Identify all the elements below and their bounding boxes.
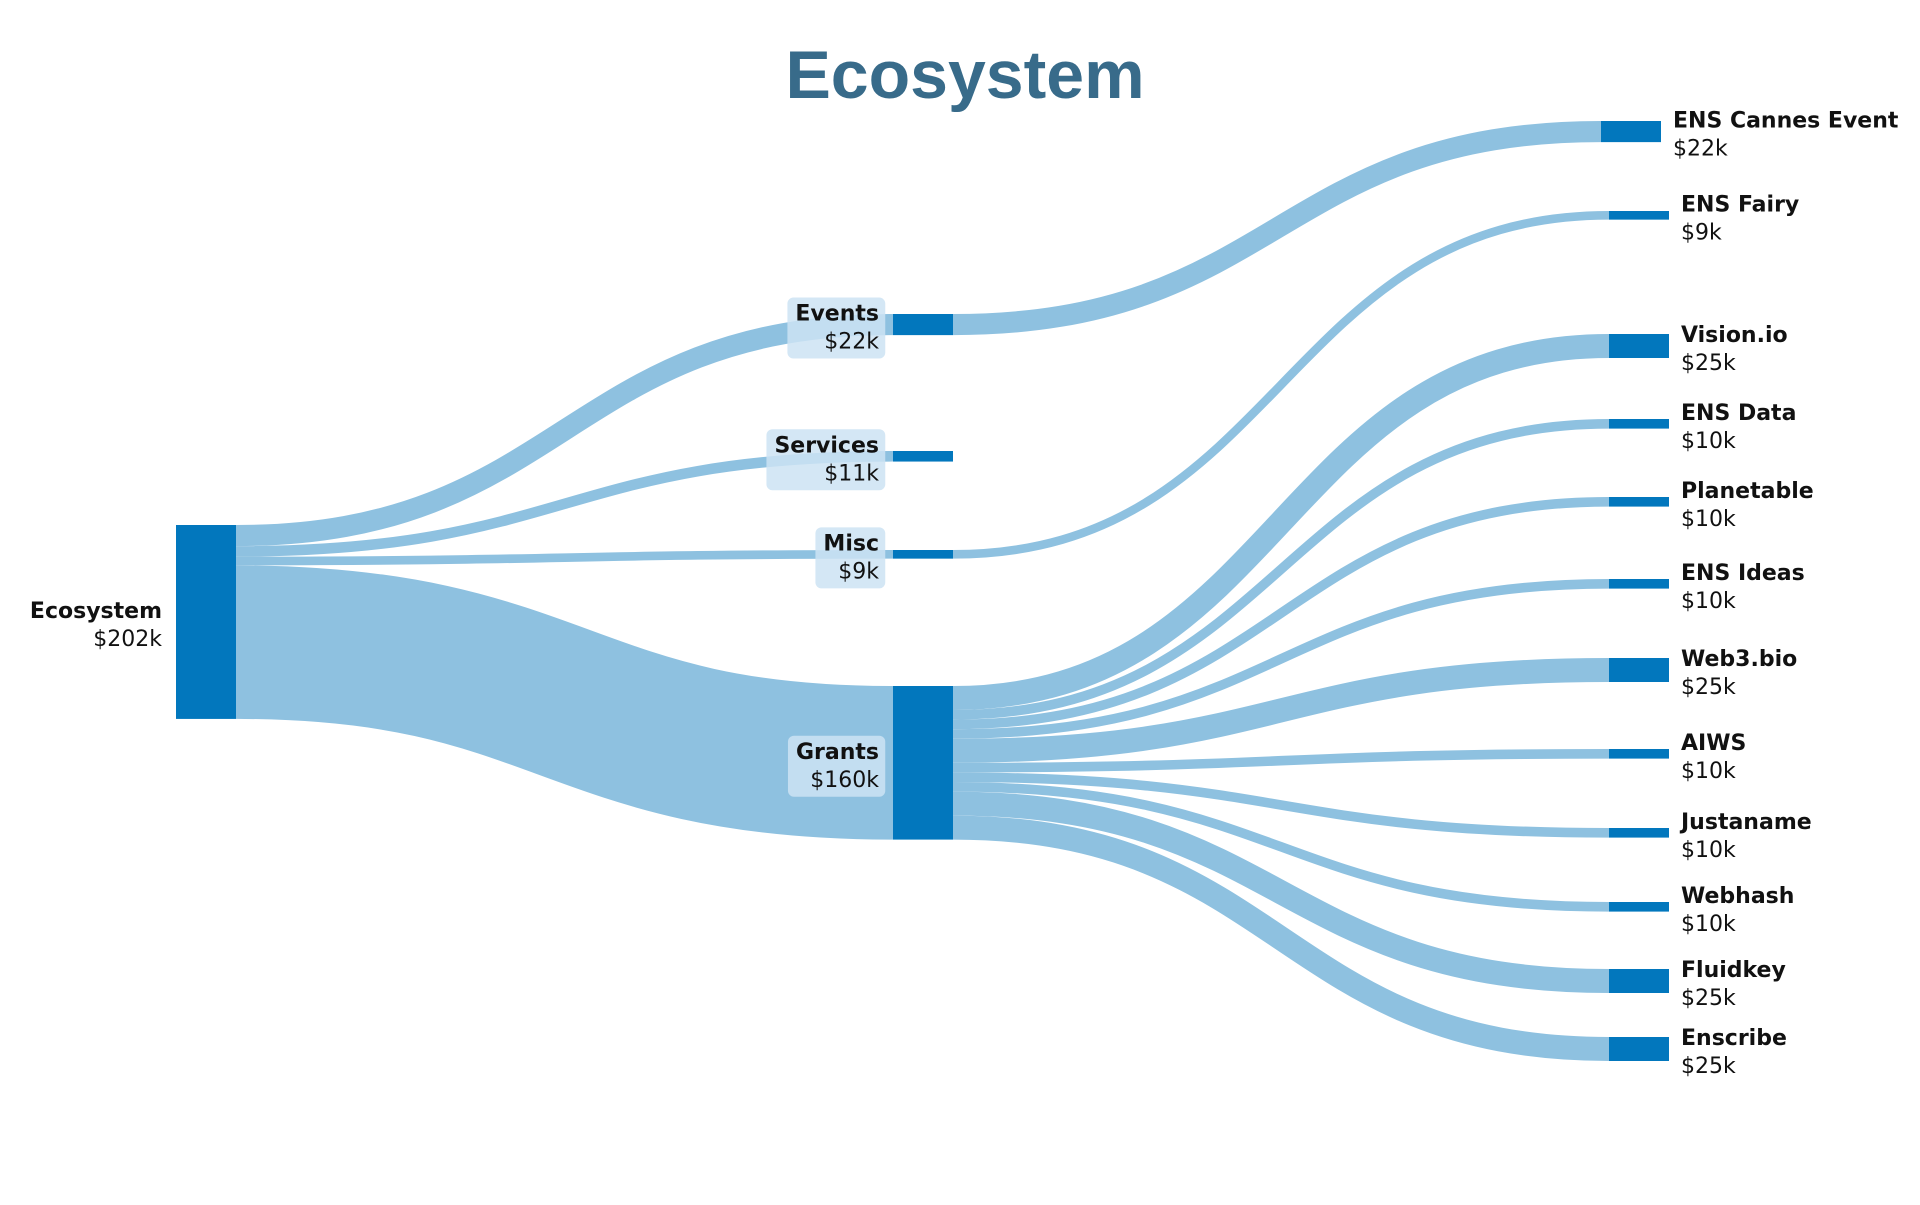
node-services (893, 451, 953, 462)
link-events-to-ens-cannes-event (952, 121, 1602, 336)
node-fluidkey (1609, 969, 1669, 993)
label-value-fluidkey: $25k (1681, 986, 1736, 1011)
label-value-grants: $160k (810, 768, 879, 793)
node-enscribe (1609, 1037, 1669, 1061)
label-ens-fairy: ENS Fairy $9k (1681, 192, 1799, 245)
label-name-misc: Misc (823, 531, 879, 556)
link-grants-to-enscribe (952, 815, 1610, 1061)
label-name-fluidkey: Fluidkey (1681, 958, 1786, 983)
label-value-ens-fairy: $9k (1681, 220, 1722, 245)
chart-title: Ecosystem (785, 37, 1144, 113)
label-value-aiws: $10k (1681, 759, 1736, 784)
label-name-enscribe: Enscribe (1681, 1026, 1787, 1051)
link-ecosystem-to-events (235, 314, 894, 547)
link-grants-to-ens-data (952, 419, 1610, 720)
link-ecosystem-to-grants (235, 565, 894, 840)
links-layer (235, 121, 1610, 1061)
label-vision-io: Vision.io $25k (1681, 323, 1788, 376)
label-name-ecosystem: Ecosystem (30, 599, 162, 624)
link-grants-to-planetable (952, 497, 1610, 730)
label-services: Services $11k (766, 429, 886, 491)
label-justaname: Justaname $10k (1679, 810, 1812, 863)
node-misc (893, 550, 953, 559)
label-bg-services (766, 429, 886, 491)
label-value-justaname: $10k (1681, 838, 1736, 863)
link-grants-to-ens-ideas (952, 579, 1610, 739)
label-grants: Grants $160k (787, 735, 886, 797)
label-ens-ideas: ENS Ideas $10k (1681, 561, 1805, 614)
label-name-webhash: Webhash (1681, 884, 1794, 909)
node-aiws (1609, 749, 1669, 759)
label-ecosystem: Ecosystem $202k (30, 599, 162, 652)
node-ens-cannes-event (1601, 121, 1661, 143)
label-name-ens-cannes-event: ENS Cannes Event (1673, 109, 1899, 134)
label-name-events: Events (795, 302, 879, 327)
link-grants-to-aiws (952, 749, 1610, 773)
label-planetable: Planetable $10k (1681, 479, 1814, 532)
label-value-ens-cannes-event: $22k (1673, 137, 1728, 162)
label-value-vision-io: $25k (1681, 351, 1736, 376)
label-name-vision-io: Vision.io (1681, 323, 1788, 348)
label-value-ens-data: $10k (1681, 429, 1736, 454)
label-value-misc: $9k (838, 559, 879, 584)
label-name-justaname: Justaname (1679, 810, 1812, 835)
label-events: Events $22k (787, 297, 886, 359)
label-value-ens-ideas: $10k (1681, 589, 1736, 614)
label-enscribe: Enscribe $25k (1681, 1026, 1787, 1079)
label-value-services: $11k (824, 461, 879, 486)
nodes-layer (176, 121, 1669, 1061)
link-grants-to-web3-bio (952, 658, 1610, 763)
node-webhash (1609, 902, 1669, 912)
label-value-enscribe: $25k (1681, 1054, 1736, 1079)
label-fluidkey: Fluidkey $25k (1681, 958, 1786, 1011)
link-grants-to-webhash (952, 782, 1610, 912)
label-name-grants: Grants (796, 740, 879, 765)
label-value-ecosystem: $202k (93, 627, 162, 652)
node-ens-ideas (1609, 579, 1669, 589)
label-ens-cannes-event: ENS Cannes Event $22k (1673, 109, 1899, 162)
node-ens-data (1609, 419, 1669, 429)
label-bg-misc (815, 527, 886, 589)
label-name-services: Services (774, 433, 879, 458)
label-bg-events (787, 297, 886, 359)
label-value-web3-bio: $25k (1681, 675, 1736, 700)
node-events (893, 314, 953, 336)
label-aiws: AIWS $10k (1681, 731, 1746, 784)
node-planetable (1609, 497, 1669, 507)
link-ecosystem-to-misc (235, 550, 894, 566)
link-grants-to-justaname (952, 772, 1610, 838)
label-misc: Misc $9k (815, 527, 886, 589)
label-name-web3-bio: Web3.bio (1681, 647, 1797, 672)
label-webhash: Webhash $10k (1681, 884, 1794, 937)
label-value-webhash: $10k (1681, 912, 1736, 937)
link-misc-to-ens-fairy (952, 211, 1610, 559)
label-name-ens-fairy: ENS Fairy (1681, 192, 1799, 217)
label-bg-grants (787, 735, 886, 797)
label-name-ens-data: ENS Data (1681, 401, 1796, 426)
label-name-planetable: Planetable (1681, 479, 1814, 504)
label-name-ens-ideas: ENS Ideas (1681, 561, 1805, 586)
label-name-aiws: AIWS (1681, 731, 1746, 756)
node-ens-fairy (1609, 211, 1669, 220)
node-ecosystem (176, 525, 236, 719)
node-web3-bio (1609, 658, 1669, 682)
label-ens-data: ENS Data $10k (1681, 401, 1796, 454)
node-grants (893, 686, 953, 840)
label-value-events: $22k (824, 330, 879, 355)
link-grants-to-fluidkey (952, 791, 1610, 993)
label-value-planetable: $10k (1681, 507, 1736, 532)
link-grants-to-vision-io (952, 334, 1610, 710)
label-web3-bio: Web3.bio $25k (1681, 647, 1797, 700)
node-justaname (1609, 828, 1669, 838)
node-vision-io (1609, 334, 1669, 358)
